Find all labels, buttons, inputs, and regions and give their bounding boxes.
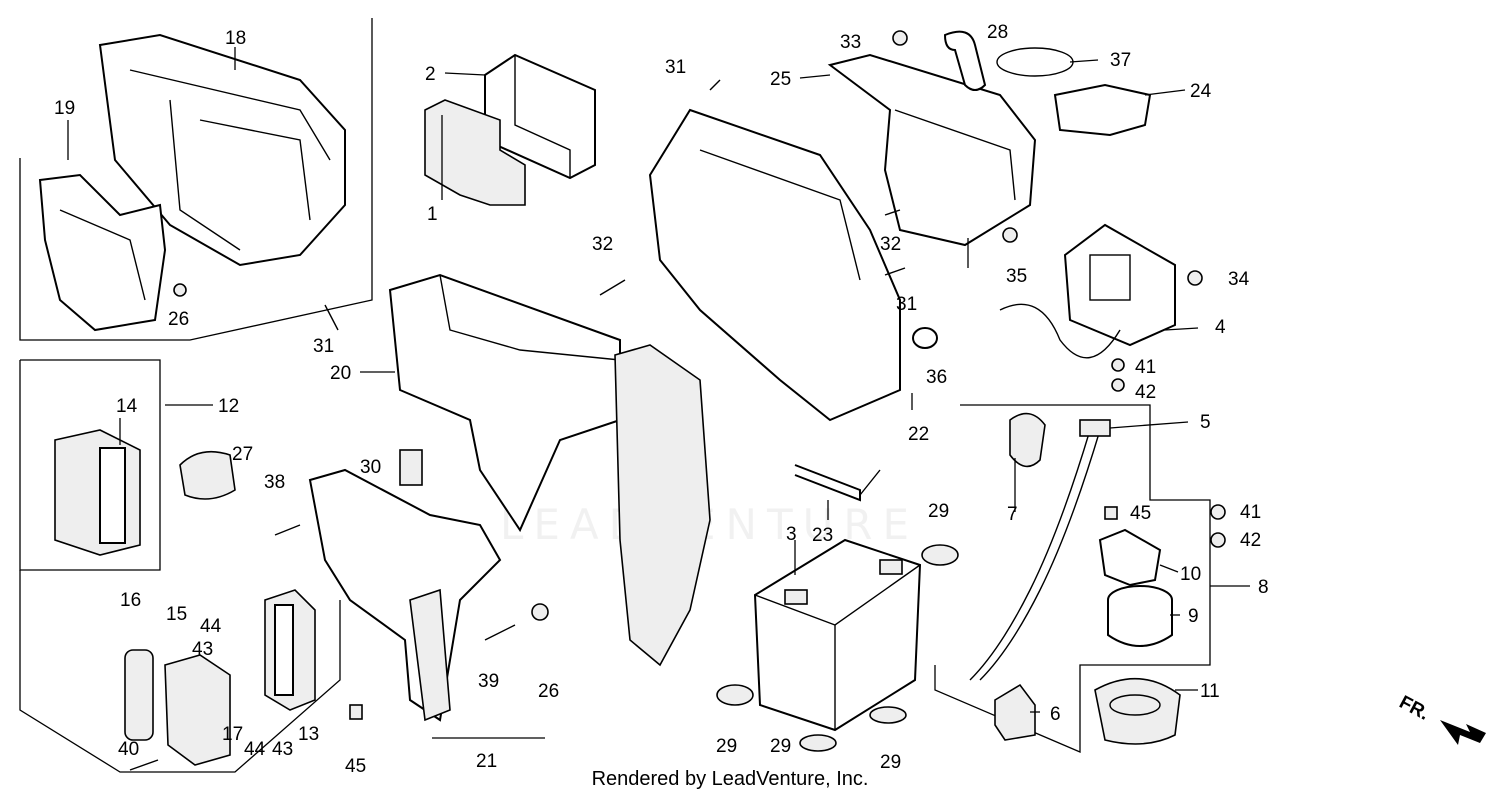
callout-29-b: 29: [716, 736, 737, 757]
callout-3: 3: [786, 524, 797, 545]
callout-29-c: 29: [770, 736, 791, 757]
part-7-cover: [1009, 412, 1046, 468]
callout-26-a: 26: [168, 309, 189, 330]
callout-1: 1: [427, 204, 438, 225]
callout-40: 40: [118, 739, 139, 760]
callout-38: 38: [264, 472, 285, 493]
callout-41-b: 41: [1240, 502, 1261, 523]
callout-29-d: 29: [880, 752, 901, 773]
callout-33: 33: [840, 32, 861, 53]
part-29-grommet: [716, 544, 959, 752]
part-15-cover: [164, 654, 231, 766]
part-6-cover: [994, 683, 1036, 741]
callout-5: 5: [1200, 412, 1211, 433]
part-9-relay: [1107, 585, 1173, 647]
leader-lines: [67, 47, 1250, 739]
callouts: 1 2 3 4 5 6 7 8 9 10 11 12 13 14 15 16 1…: [54, 22, 1269, 777]
callout-21: 21: [476, 751, 497, 772]
callout-2: 2: [425, 64, 436, 85]
callout-43-a: 43: [192, 639, 213, 660]
part-37-band: [996, 47, 1074, 77]
part-28-clamp: [943, 30, 987, 91]
front-direction-arrow: FR.: [1396, 692, 1486, 745]
callout-32-a: 32: [592, 234, 613, 255]
callout-23: 23: [812, 525, 833, 546]
callout-31-a: 31: [665, 57, 686, 78]
callout-8: 8: [1258, 577, 1269, 598]
callout-9: 9: [1188, 606, 1199, 627]
callout-44-a: 44: [200, 616, 222, 637]
callout-18: 18: [225, 28, 246, 49]
part-3-battery: [753, 538, 922, 732]
part-14-fuse-box: [54, 429, 141, 556]
callout-14: 14: [116, 396, 138, 417]
part-16-plate: [124, 649, 154, 741]
callout-34: 34: [1228, 269, 1250, 290]
callout-26-b: 26: [538, 681, 559, 702]
part-23-stay: [794, 464, 881, 502]
callout-22: 22: [908, 424, 929, 445]
callout-31-c: 31: [896, 294, 917, 315]
callout-24: 24: [1190, 81, 1212, 102]
part-25-tray: [827, 53, 1037, 247]
callout-44-b: 44: [244, 739, 266, 760]
callout-25: 25: [770, 69, 791, 90]
part-24-bracket: [1053, 83, 1152, 137]
callout-39: 39: [478, 671, 499, 692]
part-30-label: [399, 449, 423, 486]
side-panel: [614, 344, 711, 667]
callout-42-b: 42: [1240, 530, 1261, 551]
callout-20: 20: [330, 363, 351, 384]
panel-borders: [19, 18, 1211, 773]
part-10-relay: [1098, 528, 1162, 587]
callout-12: 12: [218, 396, 239, 417]
part-19-bracket: [38, 173, 167, 332]
part-20-battery-case: [388, 273, 621, 533]
callout-15: 15: [166, 604, 187, 625]
callout-45-a: 45: [1130, 503, 1151, 524]
callout-16: 16: [120, 590, 141, 611]
callout-19: 19: [54, 98, 75, 119]
part-36-collar: [912, 327, 938, 349]
main-box-upper: [648, 108, 901, 422]
callout-17: 17: [222, 724, 243, 745]
part-21-holder: [308, 468, 502, 722]
callout-10: 10: [1180, 564, 1201, 585]
callout-43-b: 43: [272, 739, 293, 760]
callout-45-b: 45: [345, 756, 366, 777]
credit-text: Rendered by LeadVenture, Inc.: [591, 768, 869, 790]
callout-31-b: 31: [313, 336, 334, 357]
part-13-fuse-box: [264, 589, 316, 711]
callout-37: 37: [1110, 50, 1131, 71]
callout-28: 28: [987, 22, 1008, 43]
callout-35: 35: [1006, 266, 1027, 287]
part-27-cap: [179, 450, 236, 500]
callout-32-b: 32: [880, 234, 901, 255]
bolts: [129, 30, 1226, 771]
callout-30: 30: [360, 457, 381, 478]
callout-27: 27: [232, 444, 253, 465]
callout-11: 11: [1200, 681, 1220, 702]
callout-4: 4: [1215, 317, 1226, 338]
callout-6: 6: [1050, 704, 1061, 725]
callout-13: 13: [298, 724, 319, 745]
callout-41-a: 41: [1135, 357, 1156, 378]
part-11-holder: [1094, 677, 1181, 745]
callout-42-a: 42: [1135, 382, 1156, 403]
callout-7: 7: [1007, 504, 1018, 525]
callout-29-a: 29: [928, 501, 949, 522]
part-4-regulator: [999, 223, 1176, 359]
part-5-cable: [969, 419, 1111, 681]
callout-36: 36: [926, 367, 947, 388]
direction-label: FR.: [1396, 692, 1433, 725]
